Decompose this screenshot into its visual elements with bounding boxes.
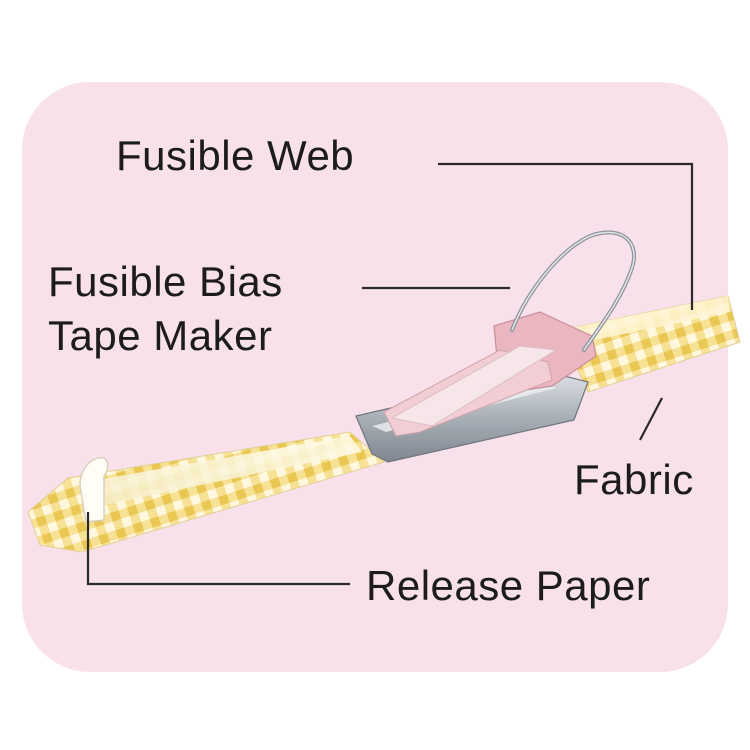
label-bias-tape-maker-line2: Tape Maker	[48, 312, 273, 359]
leader-line-fabric	[639, 397, 663, 441]
leader-line-fusible-web	[438, 162, 694, 310]
fusible-web-strip	[390, 345, 558, 427]
label-release-paper: Release Paper	[366, 562, 651, 609]
label-bias-tape-maker-line1: Fusible Bias	[48, 258, 283, 305]
release-paper-curl	[79, 457, 109, 523]
fabric-fold-top	[560, 296, 730, 346]
fused-center-band	[96, 436, 362, 505]
leader-line-release-paper	[86, 512, 350, 586]
label-fabric: Fabric	[574, 456, 694, 503]
label-fusible-web: Fusible Web	[116, 132, 355, 179]
